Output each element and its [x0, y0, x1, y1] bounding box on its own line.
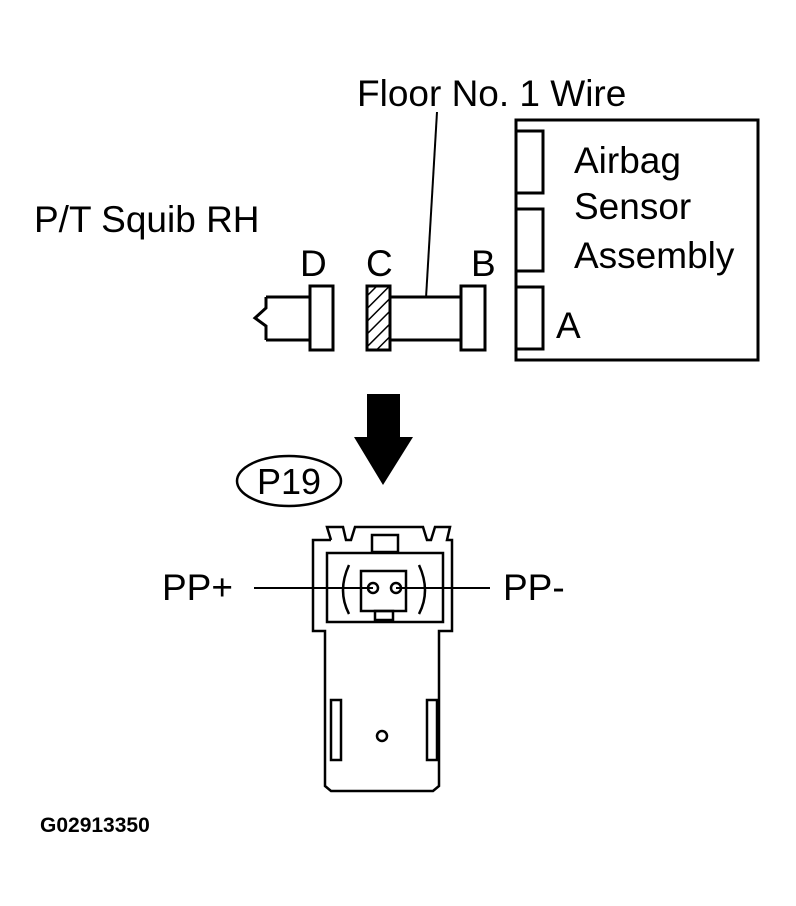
p19-connector — [311, 525, 454, 793]
connector-d — [308, 284, 335, 352]
pp-plus-label: PP+ — [162, 567, 233, 608]
connector-a-slot — [514, 285, 545, 351]
squib-wire — [252, 295, 310, 342]
airbag-label-line2: Sensor — [574, 186, 691, 227]
connector-slot-top — [514, 129, 545, 195]
figure-code: G02913350 — [40, 814, 150, 837]
down-arrow-icon — [354, 394, 413, 485]
floor-wire-leader — [425, 111, 438, 299]
connector-d-label: D — [300, 243, 327, 284]
floor-wire — [390, 295, 461, 342]
airbag-label-line3: Assembly — [574, 235, 735, 276]
pp-minus-label: PP- — [503, 567, 565, 608]
squib-label: P/T Squib RH — [34, 199, 260, 240]
connector-c — [365, 284, 392, 352]
connector-c-label: C — [366, 243, 393, 284]
connector-b-label: B — [471, 243, 496, 284]
connector-b — [459, 284, 487, 352]
connector-id-label: P19 — [257, 461, 321, 502]
airbag-label-line1: Airbag — [574, 140, 681, 181]
connector-a-label: A — [556, 305, 581, 346]
airbag-sensor-assembly — [514, 118, 760, 362]
connector-slot-middle — [514, 207, 545, 273]
floor-wire-label: Floor No. 1 Wire — [357, 73, 626, 114]
connector-id-tag — [235, 454, 343, 508]
